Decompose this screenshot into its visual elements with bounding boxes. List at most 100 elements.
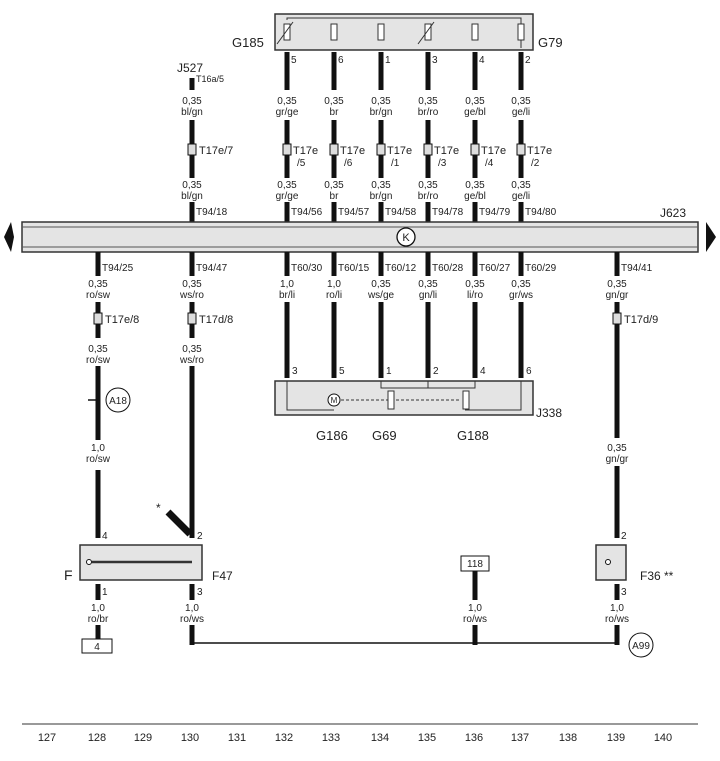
wire-gauge: 0,35 (465, 96, 485, 107)
connector-label: T17e/8 (105, 314, 139, 326)
connector-label: T17e (481, 145, 506, 157)
wire-gauge: 1,0 (468, 603, 482, 614)
wire-color: ws/ro (179, 355, 204, 366)
wire-color: br/li (279, 290, 295, 301)
wire-gauge: 0,35 (371, 96, 391, 107)
terminal-label: T60/27 (479, 263, 511, 274)
wire-color: ge/li (512, 107, 530, 118)
wire-gauge: 0,35 (371, 180, 391, 191)
bus-symbol: K (402, 232, 410, 244)
g186-label: G186 (316, 428, 348, 443)
grid-number: 130 (181, 732, 199, 744)
sensor-unit-box (274, 13, 534, 51)
pin-number: 6 (338, 55, 344, 66)
potentiometer-g188-icon (462, 390, 470, 410)
terminal-label: T60/30 (291, 263, 323, 274)
grid-number: 133 (322, 732, 340, 744)
connector-icon (516, 143, 526, 156)
switch-contact-icon (605, 559, 611, 565)
grid-number: 135 (418, 732, 436, 744)
j623-label: J623 (660, 206, 686, 220)
wire-color: br (330, 107, 340, 118)
connector-icon (423, 143, 433, 156)
wire-color: br (330, 191, 340, 202)
j338-box (274, 380, 534, 416)
arrow-left-icon (4, 222, 14, 252)
wire-gauge: 0,35 (465, 279, 485, 290)
terminal-label: T94/47 (196, 263, 228, 274)
wire-color: li/ro (467, 290, 484, 301)
resistor-icon (330, 23, 338, 41)
j527-label: J527 (177, 61, 203, 75)
wire-gauge: 0,35 (324, 180, 344, 191)
terminal-label: T94/57 (338, 207, 370, 218)
reference-number: 118 (467, 559, 483, 570)
wire-color: br/gn (370, 107, 393, 118)
grid-number: 128 (88, 732, 106, 744)
wire-color: gn/gr (606, 290, 629, 301)
pin-number: 3 (621, 587, 627, 598)
pin-number: 2 (621, 531, 627, 542)
grid-number: 140 (654, 732, 672, 744)
wire-gauge: 0,35 (324, 96, 344, 107)
pin-number: 4 (480, 366, 486, 377)
g188-label: G188 (457, 428, 489, 443)
wire-gauge: 0,35 (418, 279, 438, 290)
g79-label: G79 (538, 35, 563, 50)
wire-gauge: 0,35 (371, 279, 391, 290)
wire-color: bl/gn (181, 107, 203, 118)
f36-label: F36 ** (640, 569, 674, 583)
connector-label: T17e (387, 145, 412, 157)
f-label: F (64, 567, 73, 583)
k-circle-icon (396, 227, 416, 247)
resistor-icon (377, 23, 385, 41)
ground-point-a18-icon (105, 387, 131, 413)
resistor-icon (283, 23, 291, 41)
j338-label: J338 (536, 406, 562, 420)
wire-color: ro/ws (605, 614, 629, 625)
wire-gauge: 0,35 (182, 279, 202, 290)
ground-point-a99-icon (628, 632, 654, 658)
connector-icon (93, 312, 103, 325)
g185-label: G185 (232, 35, 264, 50)
g69-label: G69 (372, 428, 397, 443)
connector-label: T17e/7 (199, 145, 233, 157)
reference-number: 4 (94, 642, 100, 653)
terminal-label: T94/79 (479, 207, 511, 218)
pin-number: 4 (479, 55, 485, 66)
connector-icon (187, 143, 197, 156)
wire-color: gn/gr (606, 454, 629, 465)
pin-number: 1 (102, 587, 108, 598)
connector-icon (282, 143, 292, 156)
grid-number: 132 (275, 732, 293, 744)
connector-label: T17e (527, 145, 552, 157)
wire-color: gn/li (419, 290, 437, 301)
grid-number: 131 (228, 732, 246, 744)
note-asterisk: * (156, 501, 161, 515)
pin-number: 1 (385, 55, 391, 66)
terminal-label: T94/18 (196, 207, 228, 218)
grid-number: 127 (38, 732, 56, 744)
resistor-icon (424, 23, 432, 41)
wire-gauge: 0,35 (607, 443, 627, 454)
grid-number: 136 (465, 732, 483, 744)
pin-number: 2 (525, 55, 531, 66)
wire-color: ge/bl (464, 191, 486, 202)
wire-color: gr/ge (276, 191, 299, 202)
terminal-label: T60/15 (338, 263, 370, 274)
wire-color: br/gn (370, 191, 393, 202)
terminal-label: T60/28 (432, 263, 464, 274)
wire-color: ws/ro (179, 290, 204, 301)
connector-icon (612, 312, 622, 325)
wire-color: ge/bl (464, 107, 486, 118)
connector-icon (470, 143, 480, 156)
wire-gauge: 1,0 (91, 603, 105, 614)
terminal-label: T94/25 (102, 263, 134, 274)
connector-label: T17e (340, 145, 365, 157)
variable-arrow-icon (417, 21, 435, 45)
terminal-label: T94/56 (291, 207, 323, 218)
optional-wire-icon (165, 509, 193, 537)
connector-pin: /3 (438, 158, 447, 169)
